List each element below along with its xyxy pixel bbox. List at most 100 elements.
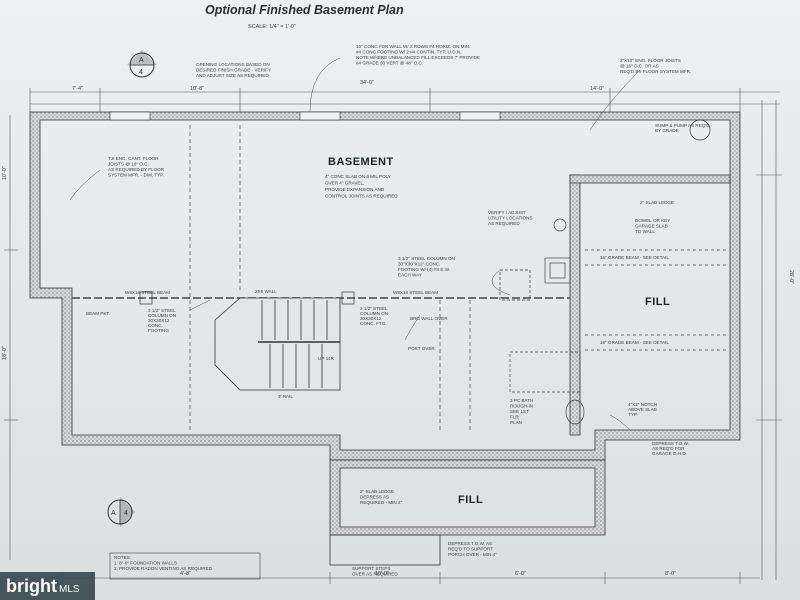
sump-pit [689, 119, 711, 141]
note-line: BEAM PKT. [86, 311, 110, 316]
note-line: W8X18 STEEL BEAM [125, 290, 170, 295]
dim-top-left: 7'-4" [72, 86, 83, 92]
note-line: AS REQ'D FOR [652, 446, 685, 451]
note-line: REQ'D TO SUPPORT [448, 547, 493, 552]
note-line: FOOTING W/ (4) #4 E.W. [398, 267, 450, 272]
note-line: DEPRESS T.O.W. AS [448, 541, 492, 546]
note-line: 2" SLAB LEDGE [640, 200, 674, 205]
note-line: GARAGE O.H.D. [652, 451, 687, 456]
dim-bottom-2: 10'-0" [375, 571, 389, 577]
note-line: 4"X2" NOTCH [628, 402, 657, 407]
plan-scale: SCALE: 1/4" = 1'-0" [248, 24, 296, 30]
note-grade-beam-2: 16" GRADE BEAM - SEE DETAIL [600, 340, 669, 345]
note-line: COLUMN ON [360, 311, 388, 316]
note-line: SUMP & PUMP AS REQ'D [655, 123, 710, 128]
dim-top-total: 34'-0" [360, 80, 374, 86]
note-line: SEE 1ST [510, 409, 529, 414]
note-foundation-wall: 10" CONC FDN WALL W/ 2 ROWS #4 HORIZ. ON… [356, 44, 480, 66]
note-line: VERIFY / ADJUST [488, 210, 526, 215]
general-notes-box [109, 552, 261, 580]
note-line: 3 PC BATH [510, 398, 533, 403]
leader-lines [69, 57, 641, 431]
note-line: COLUMN ON [148, 313, 176, 318]
steel-columns [139, 119, 711, 305]
top-dimension-lines [29, 88, 780, 112]
note-line: BRG WALL OVER [410, 316, 448, 321]
window-openings [109, 111, 501, 121]
dim-bottom-3: 6'-0" [515, 571, 526, 577]
note-line: 10" CONC FDN WALL W/ 2 ROWS #4 HORIZ. ON… [356, 44, 470, 49]
dim-top-right: 14'-0" [590, 86, 604, 92]
note-line: 3 1/2" STEEL [148, 308, 176, 313]
note-line: DESIRED FINISH GRADE - VERIFY [196, 68, 271, 73]
note-line: FOOTING [148, 328, 169, 333]
dim-left-2: 18'-0" [2, 346, 8, 360]
stair-up-label: UP 14R [318, 356, 335, 361]
note-line: @ 16" O.C. OR AS [620, 64, 659, 69]
section-marker-letter: A [139, 57, 144, 64]
room-label-fill-right: FILL [645, 296, 670, 308]
note-line: OVER AS REQUIRED [352, 572, 398, 577]
section-marker-top: A 4 [127, 50, 157, 78]
watermark-suffix: MLS [59, 584, 80, 595]
note-line: TJI ENG. CANT. FLOOR [108, 156, 159, 161]
plan-title: Optional Finished Basement Plan [205, 3, 404, 17]
note-post-over: POST OVER [408, 346, 435, 351]
note-line: SYSTEM MFR. - DIM. TYP. [108, 173, 164, 178]
note-line: 2. PROVIDE RADON VENTING AS REQUIRED [114, 566, 213, 571]
dim-bottom-1: 4'-8" [180, 571, 191, 577]
note-line: 2X6 WALL [255, 289, 277, 294]
note-line: 16" GRADE BEAM - SEE DETAIL [600, 255, 669, 260]
note-line: W8X18 STEEL BEAM [393, 290, 438, 295]
note-grade-beam-1: 16" GRADE BEAM - SEE DETAIL [600, 255, 669, 260]
note-wall-2x6: 2X6 WALL [255, 289, 277, 294]
left-dimension-lines [4, 115, 18, 560]
note-line: NOTES: [114, 555, 131, 560]
note-line: ROUGH-IN [510, 404, 533, 409]
note-line: #4 GRADE 60 VERT @ 48" O.C. [356, 61, 423, 66]
room-label-fill-bottom: FILL [458, 494, 483, 506]
note-line: 30X30X12 [360, 316, 382, 321]
note-line: PLAN [510, 420, 522, 425]
note-line: 30X30X12 [148, 318, 170, 323]
note-line: PORCH OVER - MIN 4" [448, 552, 497, 557]
note-line: UTILITY LOCATIONS [488, 216, 533, 221]
room-label-basement: BASEMENT [328, 156, 394, 168]
note-line: REQUIRED - MIN 4" [360, 500, 403, 505]
note-line: CONC. FTG. [360, 321, 387, 326]
note-line: 3 1/2" STEEL [360, 306, 388, 311]
dim-left-1: 10'-0" [2, 166, 8, 180]
note-line: TYP. [628, 412, 638, 417]
note-beam-pkt: BEAM PKT. [86, 311, 110, 316]
note-line: EACH WAY [398, 273, 422, 278]
right-dimension-lines [756, 100, 782, 580]
note-line: 16" GRADE BEAM - SEE DETAIL [600, 340, 669, 345]
section-marker-bottom-sheet: 4 [124, 510, 128, 517]
note-line: OPENING LOCATIONS BASED ON [196, 62, 270, 67]
note-line: 4" CONC SLAB ON 6 MIL POLY [325, 174, 391, 179]
note-floor-joists-right: 2"X10" ENG. FLOOR JOISTS@ 16" O.C. OR AS… [620, 58, 691, 74]
note-line: DEPRESS AS [360, 495, 389, 500]
note-line: 1. 8"-0" FOUNDATION WALLS [114, 561, 177, 566]
note-steel-beam-1: W8X18 STEEL BEAM [125, 290, 170, 295]
interior-lines [72, 125, 728, 430]
note-steel-beam-2: W8X18 STEEL BEAM [393, 290, 438, 295]
note-line: BY GRADE [655, 128, 679, 133]
